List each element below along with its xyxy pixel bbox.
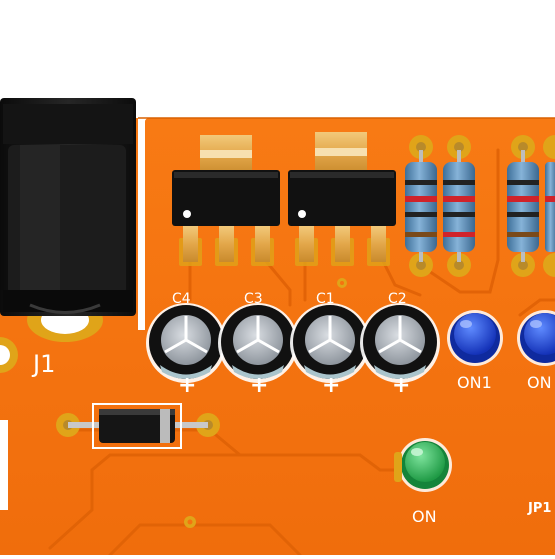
cap-c2-plus: + bbox=[392, 373, 410, 398]
cap-c1-plus: + bbox=[322, 373, 340, 398]
label-on2: ON bbox=[527, 373, 552, 392]
label-c3: C3 bbox=[244, 291, 263, 307]
led-on2: ON bbox=[517, 310, 555, 392]
label-j1: J1 bbox=[31, 350, 55, 378]
led-green: ON bbox=[394, 438, 452, 526]
label-jp1: JP1 bbox=[527, 501, 551, 516]
label-c4: C4 bbox=[172, 291, 191, 307]
label-on1: ON1 bbox=[457, 373, 492, 392]
resistor-2 bbox=[443, 135, 475, 277]
copper-traces bbox=[48, 148, 555, 557]
cap-c3-plus: + bbox=[250, 373, 268, 398]
resistor-4-partial bbox=[543, 135, 555, 277]
regulator-left bbox=[172, 135, 280, 266]
capacitor-c2: + bbox=[360, 303, 440, 398]
capacitor-c3: + bbox=[218, 303, 298, 398]
resistor-3 bbox=[507, 135, 539, 277]
regulator-right bbox=[288, 132, 396, 266]
label-c1: C1 bbox=[316, 291, 335, 307]
diode bbox=[56, 403, 220, 449]
capacitor-c1: + bbox=[290, 303, 370, 398]
capacitor-c4: + bbox=[146, 303, 226, 398]
led-on1: ON1 bbox=[447, 310, 503, 392]
label-c2: C2 bbox=[388, 291, 407, 307]
resistor-1 bbox=[405, 135, 437, 277]
label-on-green: ON bbox=[412, 507, 437, 526]
dc-jack-j1 bbox=[0, 98, 136, 342]
cap-c4-plus: + bbox=[178, 373, 196, 398]
